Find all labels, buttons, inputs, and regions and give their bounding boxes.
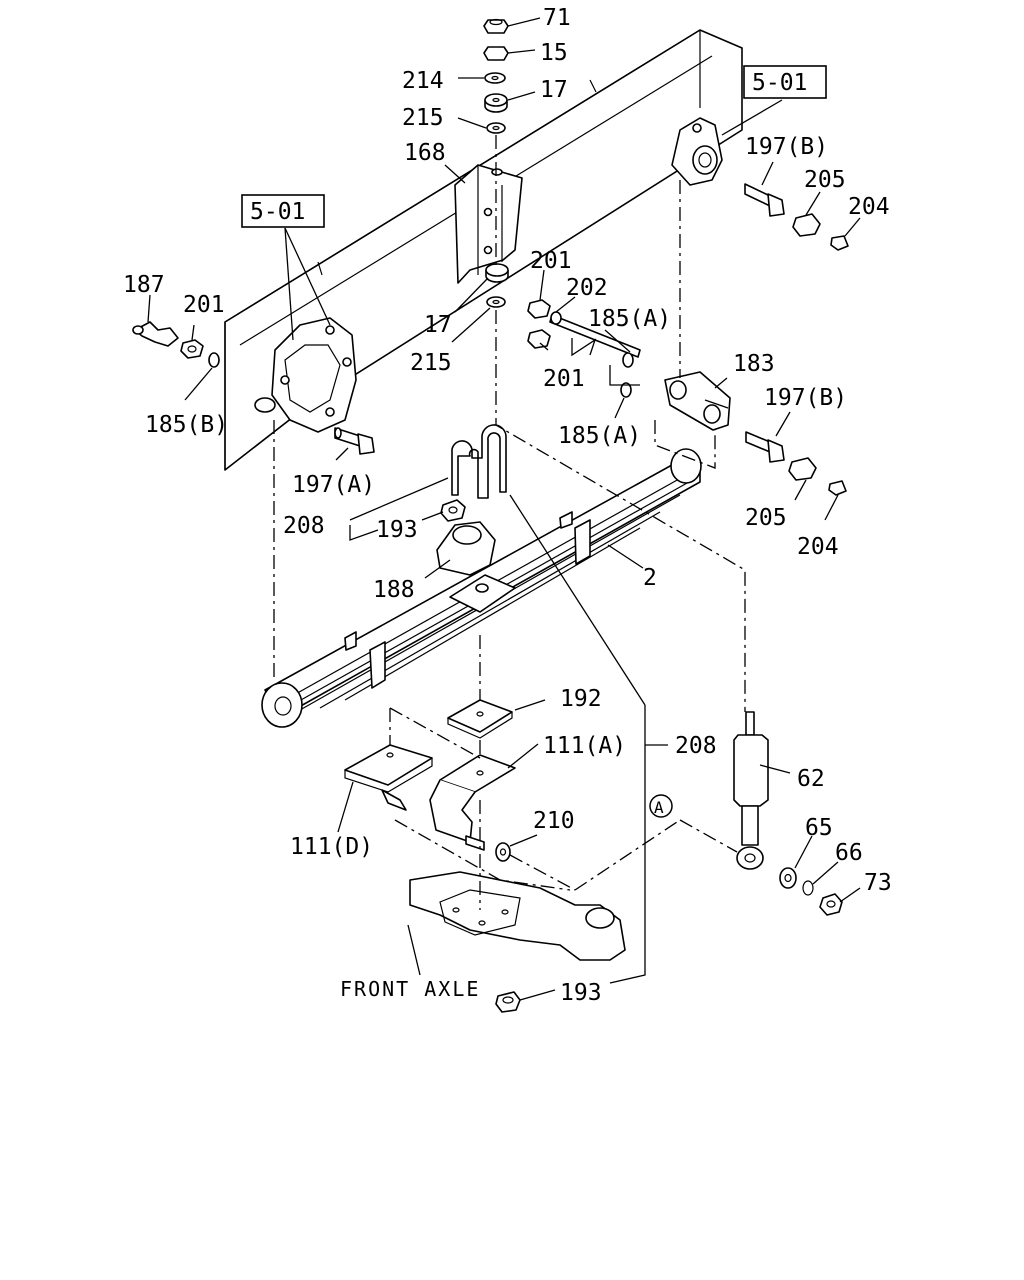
callout-73: 73 (864, 870, 892, 896)
part-197b-bolt-mid (745, 431, 785, 463)
part-185a-washer-1 (622, 352, 634, 368)
callout-66: 66 (835, 840, 863, 866)
callout-111a: 111(A) (543, 733, 626, 759)
part-17-rubber-top (484, 93, 508, 113)
callout-215-mid: 215 (410, 350, 452, 376)
callout-17-mid: 17 (424, 312, 452, 338)
ref-box-left[interactable]: 5-01 (241, 194, 325, 228)
part-71-nut (483, 18, 509, 34)
part-215-washer-top (486, 122, 506, 134)
callout-188: 188 (373, 577, 415, 603)
circle-a-marker: A (649, 794, 673, 818)
part-201-nut-r2 (527, 329, 551, 349)
part-197b-bolt-top (744, 183, 785, 217)
part-192-pad (447, 699, 513, 739)
callout-210: 210 (533, 808, 575, 834)
callout-111d: 111(D) (290, 834, 373, 860)
part-202-shackle-pin (549, 311, 641, 358)
callouts: 71 15 214 17 215 168 17 215 201 187 185(… (123, 5, 892, 1006)
callout-204-top: 204 (848, 194, 890, 220)
part-62-shock-absorber (733, 711, 769, 870)
part-65-washer (779, 867, 797, 889)
part-204-fitting-mid (828, 480, 847, 496)
callout-17-top: 17 (540, 77, 568, 103)
part-201-nut-left (180, 339, 204, 359)
assembly-lines (273, 135, 746, 910)
part-205-bushing-mid (788, 457, 817, 481)
callout-204-mid: 204 (797, 534, 839, 560)
callout-2: 2 (643, 565, 657, 591)
part-183-shackle (664, 371, 731, 431)
part-66-washer (802, 880, 814, 896)
callout-201-r2: 201 (543, 366, 585, 392)
part-210-washer (495, 842, 511, 862)
part-193-nut-bottom (495, 991, 521, 1013)
circle-a-label: A (654, 798, 664, 817)
part-111a-plate (429, 754, 516, 851)
callout-205-top: 205 (804, 167, 846, 193)
callout-215-top: 215 (402, 105, 444, 131)
callout-185b: 185(B) (145, 412, 228, 438)
ref-box-right-label: 5-01 (752, 70, 807, 96)
callout-197a: 197(A) (292, 472, 375, 498)
callout-183: 183 (733, 351, 775, 377)
part-185b-washer (208, 352, 220, 368)
callout-201-left: 201 (183, 292, 225, 318)
part-215-washer-mid (486, 296, 506, 308)
callout-201-r1: 201 (530, 248, 572, 274)
part-208-u-bolt (451, 424, 507, 499)
callout-193-bottom: 193 (560, 980, 602, 1006)
callout-208-right: 208 (675, 733, 717, 759)
ref-box-left-label: 5-01 (250, 199, 305, 225)
callout-185a-2: 185(A) (558, 423, 641, 449)
callout-192: 192 (560, 686, 602, 712)
callout-65: 65 (805, 815, 833, 841)
part-73-nut (819, 893, 843, 916)
part-111d-plate (344, 744, 433, 811)
callout-205-mid: 205 (745, 505, 787, 531)
callout-208-left: 208 (283, 513, 325, 539)
part-185a-washer-2 (620, 382, 632, 398)
callout-202: 202 (566, 275, 608, 301)
front-axle-label: FRONT AXLE (340, 977, 480, 1001)
callout-214: 214 (402, 68, 444, 94)
part-168-bump-stopper-bracket (454, 164, 523, 284)
ref-box-right[interactable]: 5-01 (743, 65, 827, 99)
callout-62: 62 (797, 766, 825, 792)
part-193-nut-mid (440, 499, 466, 522)
front-axle (409, 871, 626, 961)
part-197a-bolt (334, 427, 375, 455)
part-201-nut-r1 (527, 299, 551, 319)
part-15-nut (483, 46, 509, 61)
callout-71: 71 (543, 5, 571, 31)
part-214-washer (484, 72, 506, 84)
part-17-rubber-mid (485, 263, 509, 283)
part-187-grease-fitting (132, 321, 179, 347)
rear-shackle-bracket (671, 117, 723, 186)
callout-187: 187 (123, 272, 165, 298)
callout-168: 168 (404, 140, 446, 166)
part-205-bushing-top (792, 213, 821, 237)
leader-lines (147, 17, 861, 1001)
callout-193-mid: 193 (376, 517, 418, 543)
callout-15: 15 (540, 40, 568, 66)
part-204-fitting-top (830, 235, 849, 251)
front-spring-hanger (254, 317, 357, 433)
callout-197b-mid: 197(B) (764, 385, 847, 411)
part-188-spring-seat (436, 521, 496, 576)
callout-185a-1: 185(A) (588, 306, 671, 332)
part-2-leaf-spring (261, 448, 702, 728)
callout-197b-top: 197(B) (745, 134, 828, 160)
